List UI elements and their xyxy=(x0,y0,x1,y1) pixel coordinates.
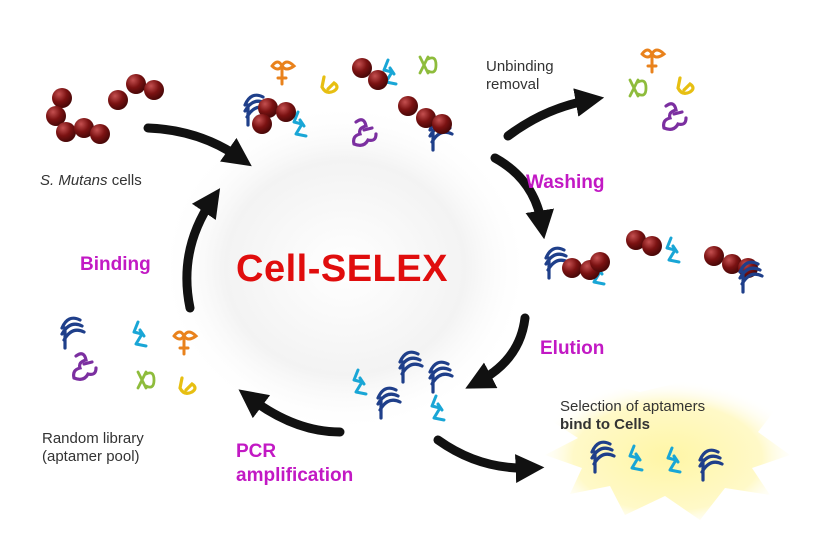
unbound-aptamers xyxy=(628,48,695,131)
elution-step-label: Elution xyxy=(540,338,605,359)
pcr-line1: PCR xyxy=(236,441,277,462)
arrow-elution xyxy=(465,313,530,389)
arrow-washing xyxy=(490,153,555,240)
library-line2: (aptamer pool) xyxy=(42,448,140,465)
arrow-cells-to-center xyxy=(143,123,252,167)
pcr-line2: amplification xyxy=(236,465,354,486)
unbinding-label: Unbinding removal xyxy=(486,58,554,94)
arrow-to-selection xyxy=(433,435,545,483)
pcr-step-label: PCR amplification xyxy=(236,440,353,488)
random-library-label: Random library (aptamer pool) xyxy=(42,430,144,466)
selection-glow xyxy=(545,380,790,520)
center-cloud xyxy=(160,103,530,433)
selection-label: Selection of aptamers bind to Cells xyxy=(560,398,705,434)
washed-complexes xyxy=(544,230,764,294)
arrow-pcr xyxy=(238,389,345,437)
washing-step-label: Washing xyxy=(526,172,605,193)
selection-line1: Selection of aptamers xyxy=(560,398,706,415)
cells-label: S. Mutans cells xyxy=(40,172,142,190)
cells-word-label: cells xyxy=(111,172,142,189)
cells-species-label: S. Mutans xyxy=(40,172,108,189)
library-line1: Random library xyxy=(42,430,144,447)
unbinding-line2: removal xyxy=(486,76,540,93)
unbinding-line1: Unbinding xyxy=(486,58,554,75)
selection-line2: bind to Cells xyxy=(560,416,650,433)
arrow-binding xyxy=(182,188,221,313)
diagram-title: Cell-SELEX xyxy=(236,248,448,290)
s-mutans-cells xyxy=(46,74,164,144)
arrow-unbinding xyxy=(503,88,605,141)
binding-step-label: Binding xyxy=(80,254,151,275)
